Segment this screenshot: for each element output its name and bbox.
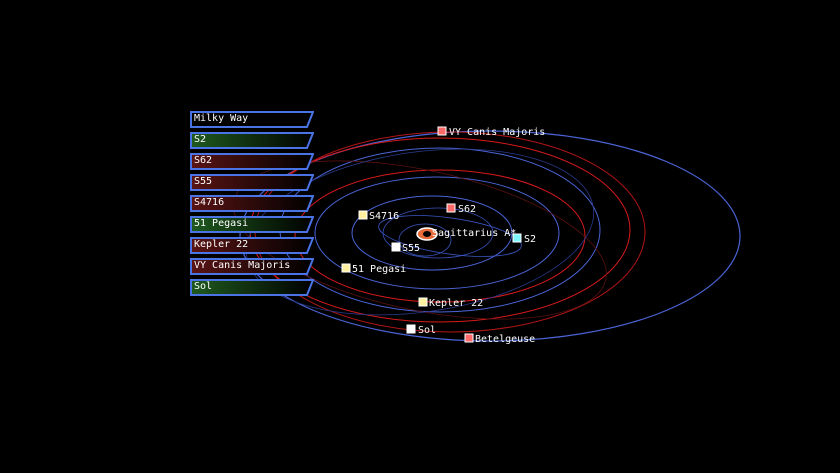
star-item-s62[interactable]: S62: [190, 153, 314, 170]
s4716-marker[interactable]: [358, 210, 368, 220]
s55-label: S55: [402, 243, 420, 254]
sol-label: Sol: [418, 325, 436, 336]
51-pegasi-label: 51 Pegasi: [352, 264, 406, 275]
star-item-s55[interactable]: S55: [190, 174, 314, 191]
star-item-s2[interactable]: S2: [190, 132, 314, 149]
sagittarius-a-label: Sagittarius A*: [432, 228, 516, 239]
s2-marker[interactable]: [512, 233, 522, 243]
star-item-label: Sol: [194, 281, 213, 292]
s55-marker[interactable]: [391, 242, 401, 252]
s4716-label: S4716: [369, 211, 399, 222]
vy-canis-majoris-marker[interactable]: [437, 126, 447, 136]
betelgeuse-label: Betelgeuse: [475, 334, 535, 345]
51-pegasi-marker[interactable]: [341, 263, 351, 273]
star-item-sol[interactable]: Sol: [190, 279, 314, 296]
sagittarius-a-marker[interactable]: [416, 227, 438, 241]
kepler-22-marker[interactable]: [418, 297, 428, 307]
s62-label: S62: [458, 204, 476, 215]
star-item-label: S62: [194, 155, 213, 166]
star-list-panel: Milky Way S2 S62 S55 S4716: [190, 111, 314, 300]
star-item-label: S55: [194, 176, 213, 187]
star-item-vy-canis-majoris[interactable]: VY Canis Majoris: [190, 258, 314, 275]
title-frame: [190, 111, 314, 128]
star-item-51-pegasi[interactable]: 51 Pegasi: [190, 216, 314, 233]
kepler-22-label: Kepler 22: [429, 298, 483, 309]
star-item-label: S2: [194, 134, 207, 145]
system-title: Milky Way: [190, 111, 314, 128]
star-item-label: S4716: [194, 197, 225, 208]
system-title-label: Milky Way: [194, 113, 249, 124]
star-item-label: 51 Pegasi: [194, 218, 249, 229]
betelgeuse-marker[interactable]: [464, 333, 474, 343]
star-item-kepler-22[interactable]: Kepler 22: [190, 237, 314, 254]
star-item-s4716[interactable]: S4716: [190, 195, 314, 212]
star-item-label: Kepler 22: [194, 239, 249, 250]
sol-marker[interactable]: [406, 324, 416, 334]
s2-label: S2: [524, 234, 536, 245]
star-item-label: VY Canis Majoris: [194, 260, 291, 271]
vy-canis-majoris-label: VY Canis Majoris: [449, 127, 545, 138]
s62-marker[interactable]: [446, 203, 456, 213]
